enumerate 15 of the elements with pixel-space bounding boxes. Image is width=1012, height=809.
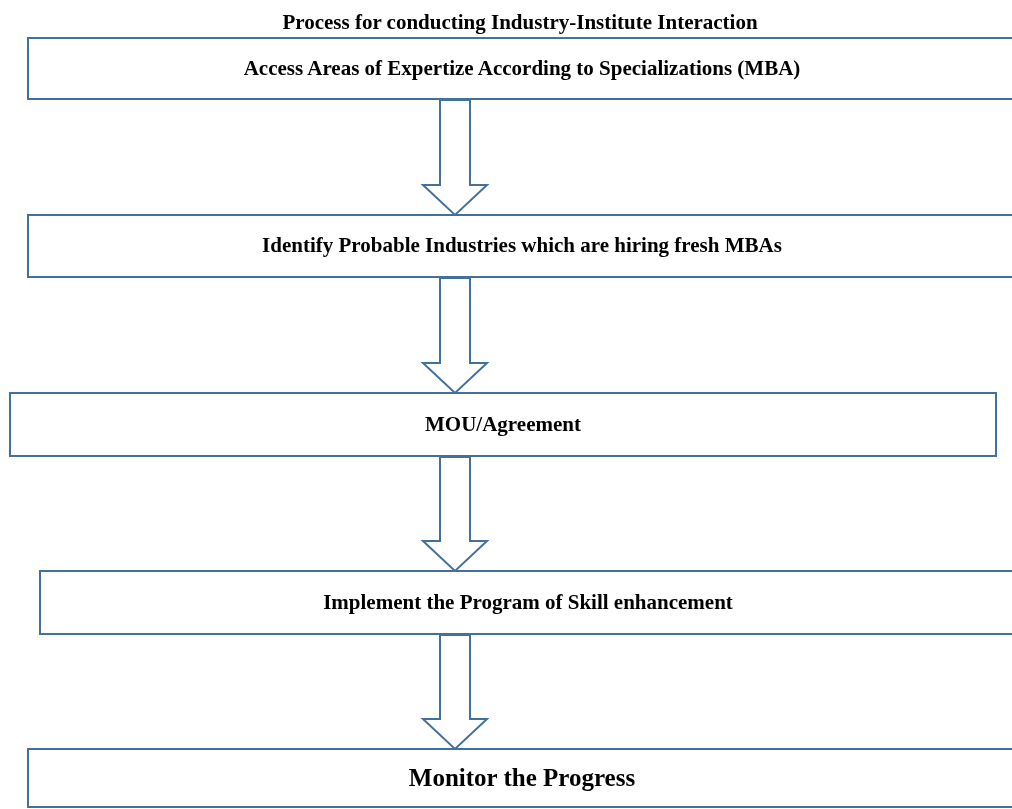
step-text: MOU/Agreement	[425, 410, 581, 438]
block-arrow	[420, 634, 490, 751]
process-box	[27, 748, 1012, 808]
diagram-title: Process for conducting Industry-Institute Interaction	[281, 9, 759, 36]
process-box	[27, 37, 1012, 100]
step-text: Access Areas of Expertize According to Specializations (MBA)	[243, 54, 801, 82]
step-text: Identify Probable Industries which are hiring fresh MBAs	[262, 232, 782, 260]
process-box	[39, 570, 1012, 635]
process-box	[9, 392, 997, 457]
process-box	[27, 214, 1012, 278]
block-arrow	[420, 99, 490, 217]
block-arrow	[420, 277, 490, 395]
step-text: Monitor the Progress	[408, 763, 636, 794]
step-text: Implement the Program of Skill enhancement	[323, 588, 733, 616]
block-arrow	[420, 456, 490, 573]
